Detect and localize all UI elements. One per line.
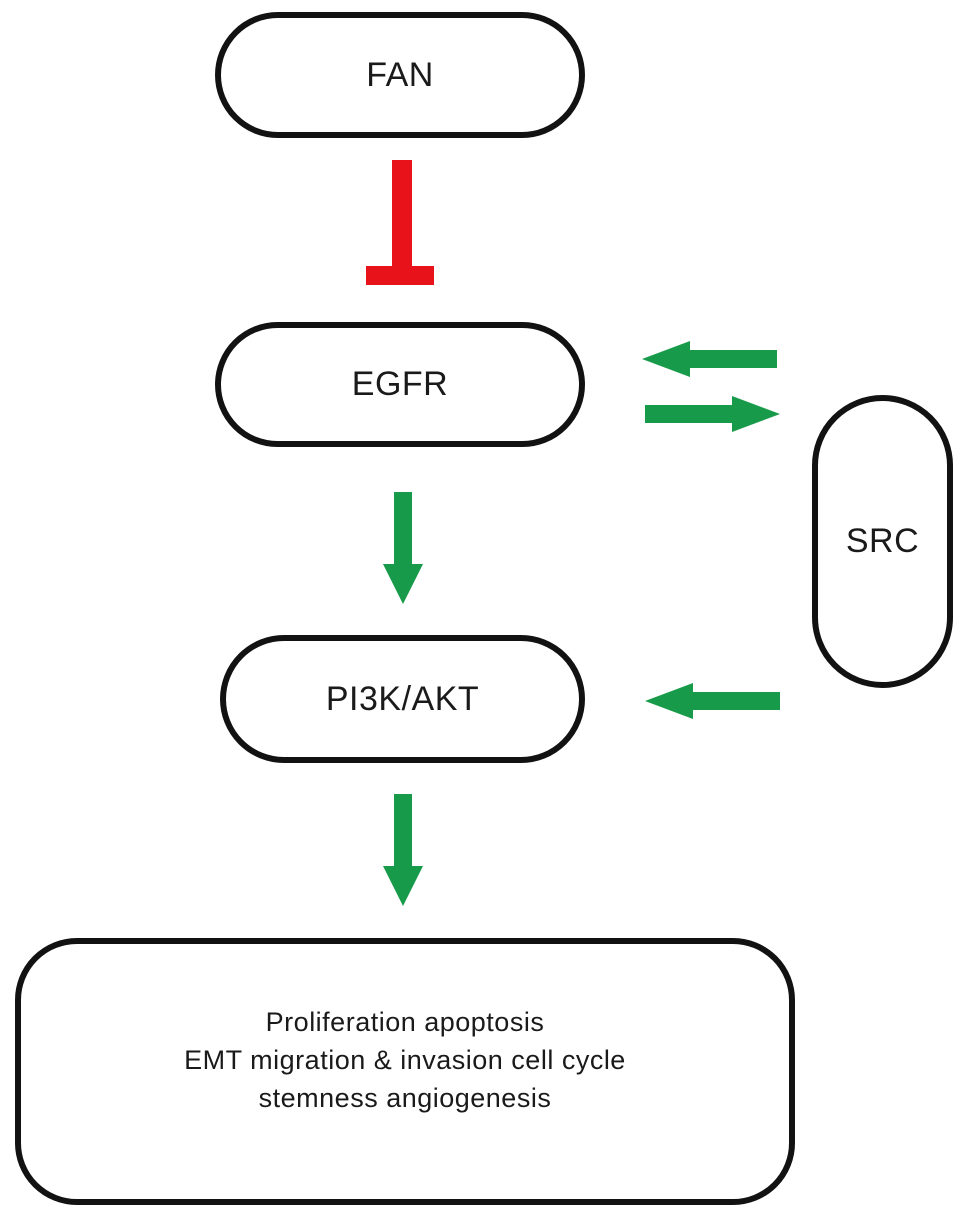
node-outcomes: Proliferation apoptosis EMT migration & … [15,938,795,1205]
activation-arrow-egfr-to-src-icon [645,396,780,432]
activation-arrow-egfr-to-pi3k-icon [383,492,423,604]
activation-arrow-src-to-pi3k-icon [645,683,780,719]
outcomes-line-1: Proliferation apoptosis [265,1006,545,1037]
node-src-label: SRC [845,522,920,560]
node-pi3k-akt: PI3K/AKT [220,635,585,763]
outcomes-line-3: stemness angiogenesis [258,1082,552,1113]
node-egfr-label: EGFR [351,365,449,403]
outcomes-text: Proliferation apoptosis EMT migration & … [184,1003,626,1117]
activation-arrow-pi3k-to-outcomes-icon [383,794,423,906]
inhibition-tbar-fan-to-egfr-icon [366,160,434,285]
activation-arrow-src-to-egfr-icon [642,341,777,377]
node-fan: FAN [215,12,585,138]
node-src: SRC [812,395,953,688]
node-egfr: EGFR [215,322,585,447]
outcomes-line-2: EMT migration & invasion cell cycle [184,1044,626,1075]
node-fan-label: FAN [366,55,434,94]
node-pi3k-akt-label: PI3K/AKT [325,679,480,718]
